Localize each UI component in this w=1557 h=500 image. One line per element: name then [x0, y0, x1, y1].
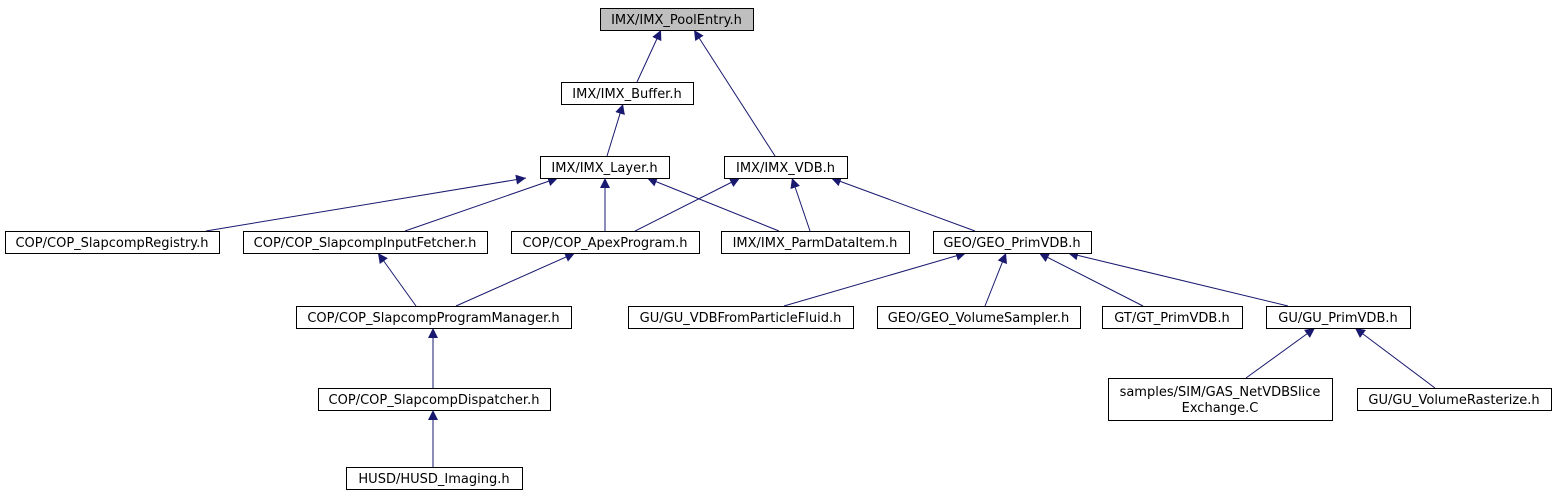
node-label: COP/COP_SlapcompProgramManager.h [307, 311, 559, 326]
node-box [1102, 306, 1243, 329]
node-box [1266, 306, 1411, 329]
node-label: GEO/GEO_PrimVDB.h [943, 236, 1080, 251]
node-parmdataitem[interactable]: IMX/IMX_ParmDataItem.h [721, 231, 910, 254]
node-box [243, 231, 488, 254]
node-label: GU/GU_VolumeRasterize.h [1368, 393, 1539, 408]
node-box [877, 306, 1081, 329]
node-box [296, 306, 572, 329]
edge-programmanager-to-inputfetcher [377, 252, 417, 307]
edge-particlefluid-to-geoprimvdb [783, 250, 967, 307]
edge-geoprimvdb-to-vdb [830, 176, 976, 232]
node-box [540, 156, 670, 179]
node-box [600, 8, 754, 31]
node-box [933, 231, 1092, 254]
edge-guprimvdb-to-geoprimvdb [1067, 250, 1289, 307]
node-layer: IMX/IMX_PoolEntry.hIMX/IMX_Buffer.hIMX/I… [5, 8, 1552, 490]
node-label: IMX/IMX_PoolEntry.h [611, 13, 742, 28]
node-label: HUSD/HUSD_Imaging.h [358, 472, 509, 487]
node-dispatcher[interactable]: COP/COP_SlapcompDispatcher.h [318, 388, 551, 411]
node-label: IMX/IMX_Buffer.h [572, 87, 681, 102]
node-label: IMX/IMX_VDB.h [736, 161, 835, 176]
node-box [5, 231, 220, 254]
node-box [561, 82, 694, 105]
edge-buffer-to-poolentry [636, 29, 662, 83]
node-label: COP/COP_SlapcompRegistry.h [15, 236, 208, 251]
node-label: GU/GU_VDBFromParticleFluid.h [640, 311, 842, 326]
node-guprimvdb[interactable]: GU/GU_PrimVDB.h [1266, 306, 1411, 329]
edge-vdb-to-poolentry [693, 29, 776, 157]
node-buffer[interactable]: IMX/IMX_Buffer.h [561, 82, 694, 105]
node-label: COP/COP_SlapcompDispatcher.h [329, 393, 540, 408]
node-label: Exchange.C [1182, 401, 1259, 416]
node-volumerasterize[interactable]: GU/GU_VolumeRasterize.h [1357, 388, 1552, 411]
edge-netvdbslice-to-guprimvdb [1245, 327, 1316, 379]
node-vdb[interactable]: IMX/IMX_VDB.h [724, 156, 848, 179]
edge-registry-to-layer [205, 174, 527, 232]
node-box [346, 467, 523, 490]
node-label: GT/GT_PrimVDB.h [1114, 311, 1229, 326]
node-inputfetcher[interactable]: COP/COP_SlapcompInputFetcher.h [243, 231, 488, 254]
node-husdimaging[interactable]: HUSD/HUSD_Imaging.h [346, 467, 523, 490]
node-apexprogram[interactable]: COP/COP_ApexProgram.h [511, 231, 700, 254]
node-box [628, 306, 854, 329]
node-box [1357, 388, 1552, 411]
node-label: COP/COP_SlapcompInputFetcher.h [254, 236, 477, 251]
node-poolentry: IMX/IMX_PoolEntry.h [600, 8, 754, 31]
edge-apexprogram-to-vdb [634, 177, 741, 232]
node-label: COP/COP_ApexProgram.h [522, 236, 687, 251]
edge-parmdataitem-to-layer [646, 177, 780, 232]
node-box [724, 156, 848, 179]
node-gtprimvdb[interactable]: GT/GT_PrimVDB.h [1102, 306, 1243, 329]
edge-volumesampler-to-geoprimvdb [984, 252, 1007, 307]
node-box [511, 231, 700, 254]
node-volumesampler[interactable]: GEO/GEO_VolumeSampler.h [877, 306, 1081, 329]
edge-gtprimvdb-to-geoprimvdb [1038, 252, 1144, 307]
node-label: GEO/GEO_VolumeSampler.h [888, 311, 1070, 326]
edge-parmdataitem-to-vdb [790, 177, 811, 232]
node-label: IMX/IMX_ParmDataItem.h [733, 236, 898, 251]
node-registry[interactable]: COP/COP_SlapcompRegistry.h [5, 231, 220, 254]
edge-programmanager-to-apexprogram [455, 252, 576, 307]
node-box [318, 388, 551, 411]
node-box [721, 231, 910, 254]
node-geoprimvdb[interactable]: GEO/GEO_PrimVDB.h [933, 231, 1092, 254]
edge-layer-to-buffer [606, 103, 625, 157]
node-label: samples/SIM/GAS_NetVDBSlice [1120, 385, 1321, 400]
node-label: GU/GU_PrimVDB.h [1278, 311, 1397, 326]
node-particlefluid[interactable]: GU/GU_VDBFromParticleFluid.h [628, 306, 854, 329]
edge-layer [205, 29, 1436, 467]
edge-volumerasterize-to-guprimvdb [1354, 327, 1436, 389]
node-label: IMX/IMX_Layer.h [551, 161, 657, 176]
node-programmanager[interactable]: COP/COP_SlapcompProgramManager.h [296, 306, 572, 329]
node-layer[interactable]: IMX/IMX_Layer.h [540, 156, 670, 179]
edge-inputfetcher-to-layer [404, 176, 559, 232]
node-box [1108, 378, 1333, 421]
